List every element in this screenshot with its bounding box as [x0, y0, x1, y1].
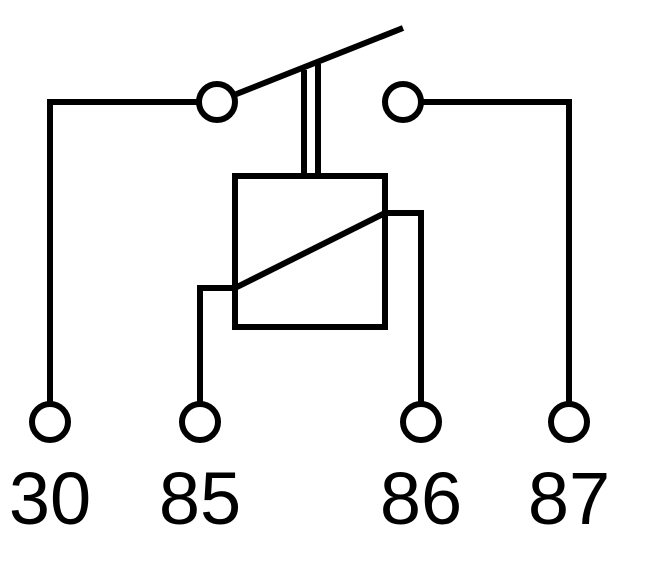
terminal-86 — [400, 401, 442, 443]
coil-diagonal — [233, 210, 387, 291]
pin-label-87: 87 — [527, 457, 611, 540]
switch-arm — [232, 25, 405, 98]
terminal-85 — [179, 401, 221, 443]
wire-pin-86 — [385, 210, 424, 405]
wire-pin-87 — [422, 99, 572, 405]
switch-contact-open — [382, 81, 424, 123]
wire-pin-85 — [197, 285, 235, 405]
pin-label-30: 30 — [8, 457, 92, 540]
coil-box — [232, 173, 388, 330]
terminal-87 — [548, 401, 590, 443]
switch-contact-common — [196, 81, 238, 123]
terminal-30 — [29, 401, 71, 443]
pin-label-85: 85 — [158, 457, 242, 540]
wire-pin-30 — [47, 99, 198, 405]
pin-label-86: 86 — [379, 457, 463, 540]
